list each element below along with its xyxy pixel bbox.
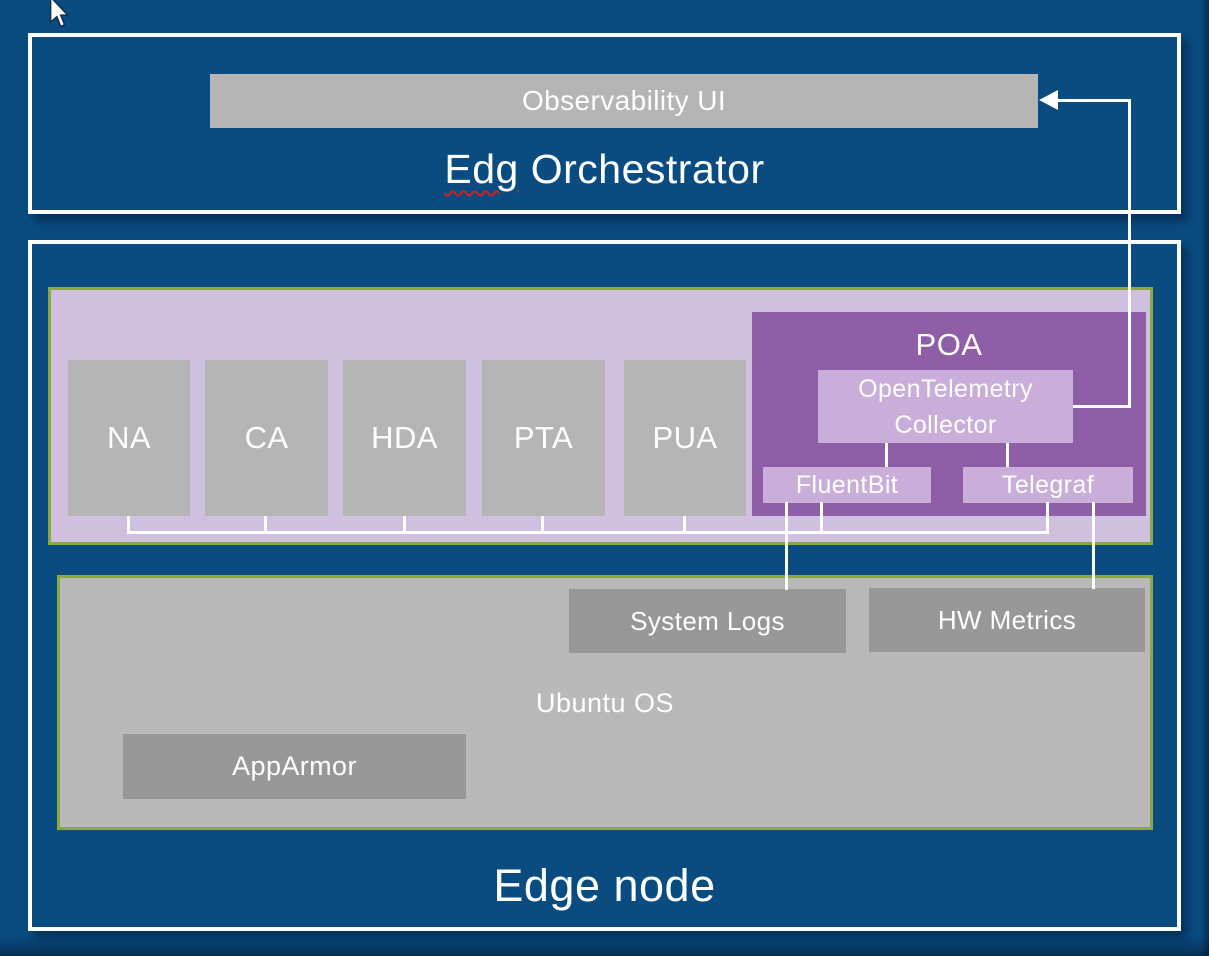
hda-bus-stub <box>403 516 406 534</box>
hw-metrics-label: HW Metrics <box>937 604 1077 635</box>
system-logs-box: System Logs <box>569 589 846 653</box>
agent-bus-line <box>127 531 1049 534</box>
agent-label: NA <box>107 420 151 455</box>
opentelemetry-collector-box: OpenTelemetry Collector <box>818 370 1073 443</box>
apparmor-box: AppArmor <box>123 734 466 799</box>
fluentbit-systemlogs-connector <box>785 502 788 590</box>
agent-label: CA <box>244 420 289 455</box>
page-edge-shade-bottom <box>0 936 1209 956</box>
telegraf-label: Telegraf <box>1001 470 1095 499</box>
ubuntu-os-label: Ubuntu OS <box>535 688 675 718</box>
agent-box-hda: HDA <box>343 360 466 516</box>
agent-label: HDA <box>371 420 438 455</box>
fluentbit-box: FluentBit <box>763 467 931 503</box>
pta-bus-stub <box>541 516 544 534</box>
observability-ui-label: Observability UI <box>521 85 726 116</box>
edge-node-title: Edge node <box>493 860 716 911</box>
edge-orchestrator-box <box>28 33 1181 214</box>
pua-bus-stub <box>683 516 686 534</box>
edge-node-box <box>28 240 1181 931</box>
arrow-head-left-icon <box>1039 90 1058 110</box>
opentelemetry-collector-label: OpenTelemetry Collector <box>858 374 1033 439</box>
apparmor-label: AppArmor <box>232 751 357 781</box>
collector-ui-arrow-seg-out <box>1073 405 1131 408</box>
collector-telegraf-connector <box>1006 443 1009 467</box>
orchestrator-title-rest: Orchestrator <box>518 146 765 192</box>
observability-ui-box: Observability UI <box>210 74 1038 128</box>
collector-ui-arrow-seg-top <box>1056 99 1131 102</box>
na-bus-stub <box>127 516 130 534</box>
telegraf-bus-stub <box>1046 502 1049 534</box>
agent-box-pua: PUA <box>624 360 746 516</box>
poa-title: POA <box>915 327 983 362</box>
collector-fluentbit-connector <box>885 443 888 467</box>
agent-box-ca: CA <box>205 360 328 516</box>
orchestrator-title: Edg Orchestrator <box>28 146 1181 193</box>
ca-bus-stub <box>264 516 267 534</box>
collector-ui-arrow-seg-up <box>1128 99 1131 408</box>
telegraf-box: Telegraf <box>963 467 1133 503</box>
fluentbit-label: FluentBit <box>795 470 899 499</box>
agent-label: PTA <box>513 420 574 455</box>
agent-box-pta: PTA <box>482 360 605 516</box>
page-edge-shade-right <box>1200 0 1209 956</box>
agent-box-na: NA <box>68 360 190 516</box>
mouse-cursor-icon <box>49 0 70 28</box>
hw-metrics-box: HW Metrics <box>869 588 1145 652</box>
system-logs-label: System Logs <box>630 605 785 636</box>
agent-label: PUA <box>652 420 718 455</box>
telegraf-hwmetrics-connector <box>1092 502 1095 589</box>
fluentbit-bus-stub <box>820 502 823 534</box>
orchestrator-title-misspelled-word: Edg <box>444 146 519 192</box>
